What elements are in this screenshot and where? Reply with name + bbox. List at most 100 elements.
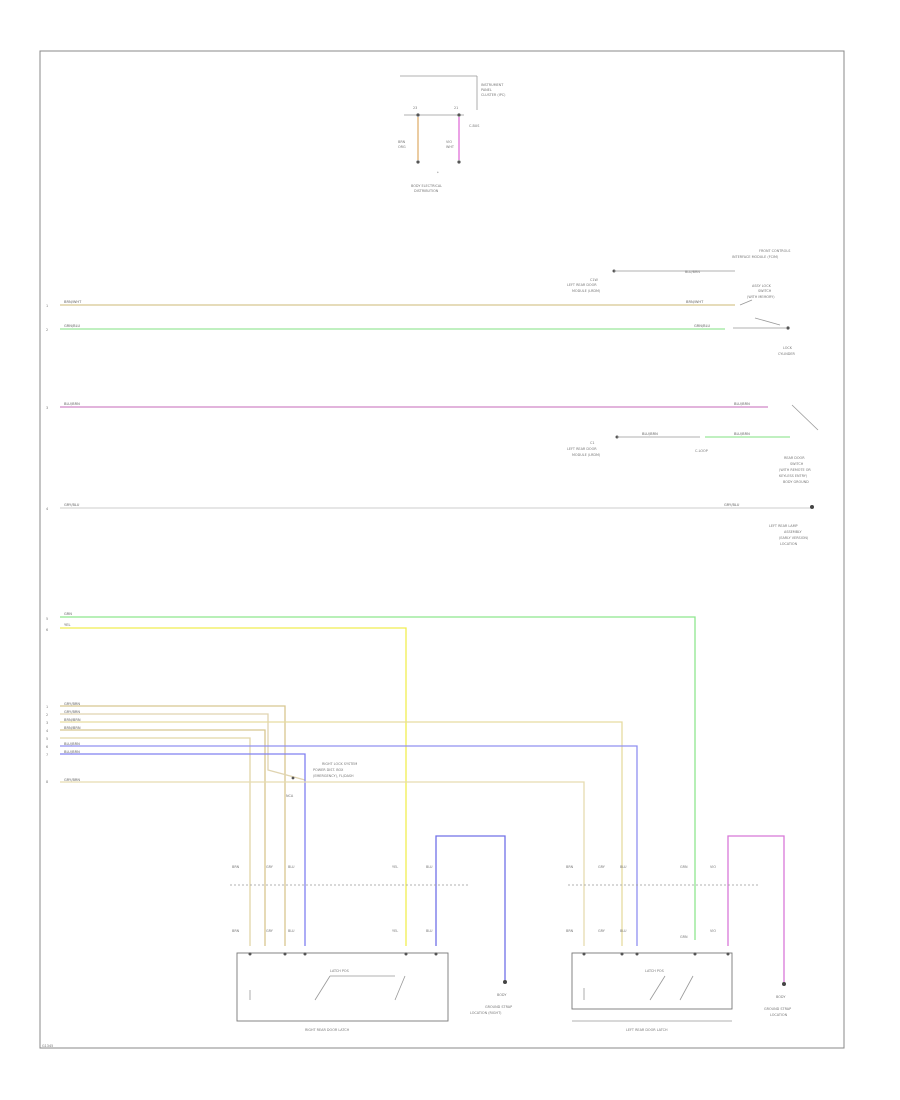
rl-top-wire-1: BRN (232, 865, 240, 869)
pin-end-left (416, 160, 420, 164)
wire-row-1: 1 BRN/WHT BRN/WHT (46, 299, 753, 308)
ll-bot-wire-4: GRN (680, 935, 688, 939)
top-caption-1: BODY ELECTRICAL (411, 184, 442, 188)
rd1-label: C1W (590, 278, 599, 282)
ll-top-wire-2: GRY (598, 865, 606, 869)
rl-top-wire-3: BLU (288, 865, 295, 869)
top-connector: INSTRUMENT PANEL CLUSTER (IPC) 23 21 C-B… (398, 75, 506, 193)
bus-num-7: 7 (46, 753, 48, 757)
rl-caption: RIGHT REAR DOOR LATCH (305, 1028, 350, 1032)
star-mark: * (437, 171, 439, 175)
ll-top-wire-3: BLU (620, 865, 627, 869)
splice-note-3: (EMERGENCY), FL/DASH (313, 774, 354, 778)
top-caption-2: DISTRIBUTION (414, 189, 439, 193)
row3-num: 3 (46, 406, 48, 410)
row4-tag-right: GRY/BLU (724, 503, 740, 507)
pin-right-dot (457, 113, 461, 117)
yellow-feed-tag: YEL (64, 623, 70, 627)
rl-ground-2: GROUND STRAP (485, 1005, 512, 1009)
bus-num-6: 6 (46, 745, 48, 749)
bus-tag-4: BRN/BRN (64, 726, 81, 730)
ajar-label-1: ASSY LOCK (752, 284, 772, 288)
rear-lamp-label-2: ASSEMBLY (784, 530, 802, 534)
rear-door-label-2: SWITCH (790, 462, 804, 466)
diagram-frame (39, 50, 845, 1049)
row2-tag-left: GRN/BLU (64, 324, 80, 328)
footer-code: G1345 (42, 1044, 53, 1048)
rear-door-label-4: KEYLESS ENTRY) (779, 474, 808, 478)
right-rear-latch: BRN GRY BLU YEL BLU BRN GRY BLU YEL BLU … (230, 835, 512, 1032)
rear-lamp-label-1: LEFT REAR LAMP (769, 524, 798, 528)
splice-dot (291, 776, 295, 780)
rear-door-switch: BLU/BRN BLU/BRN C1 LEFT REAR DOOR MODULE… (567, 432, 811, 484)
rl-pin-1 (248, 952, 252, 956)
fcim-label-2: INTERFACE MODULE (FCIM) (732, 255, 779, 259)
rl-bot-wire-4: YEL (392, 929, 398, 933)
ll-ground-1: BODY (776, 995, 786, 999)
ll-switch-label: LATCH POS (645, 969, 664, 973)
rl-pin-2 (283, 952, 287, 956)
bus-num-8: 8 (46, 780, 48, 784)
fcim-wire-tag: BLU/BRN (685, 270, 700, 274)
feed-wires: 5 6 GRN YEL (46, 612, 696, 946)
row2-num: 2 (46, 328, 48, 332)
bus-tag-5: BLU/BRN (64, 742, 80, 746)
row6-num: 6 (46, 628, 48, 632)
bus-tag-3: BRN/BRN (64, 718, 81, 722)
lock-label-1: LOCK (783, 346, 793, 350)
splice-note-2: POWER DIST. BOX (313, 768, 344, 772)
green-feed-tag: GRN (64, 612, 72, 616)
rear-door-label-3: (WITH REMOTE OR (779, 468, 811, 472)
wire-right-label-1: VIO (446, 140, 452, 144)
rl-latch-box (236, 952, 449, 1022)
row1-num: 1 (46, 304, 48, 308)
rd2-label: LEFT REAR DOOR (567, 283, 597, 287)
left-rear-latch: BRN GRY BLU GRN VIO BRN GRY BLU GRN VIO … (566, 835, 791, 1032)
bus-num-4: 4 (46, 729, 48, 733)
wire-right-label-2: WHT (446, 145, 455, 149)
relay-label-3: MODULE (LRDM) (572, 453, 601, 457)
rl-ground-dot (503, 980, 507, 984)
bus-tag-7: GRY/BRN (64, 778, 80, 782)
nca-label: NCA (286, 794, 294, 798)
wire-left-label-2: ORG (398, 145, 406, 149)
rds-wire-tag-1: BLU/BRN (642, 432, 658, 436)
c-bus-label: C-BUS (469, 124, 479, 128)
wire-row-4: 4 GRY/BLU GRY/BLU LEFT REAR LAMP ASSEMBL… (46, 503, 814, 546)
ll-top-wire-4: GRN (680, 865, 688, 869)
ipc-label-3: CLUSTER (IPC) (481, 93, 506, 97)
ll-pin-1 (582, 952, 586, 956)
rl-bot-wire-2: GRY (266, 929, 274, 933)
rl-bot-wire-1: BRN (232, 929, 240, 933)
pin-end-right (457, 160, 461, 164)
ll-top-wire-5: VIO (710, 865, 716, 869)
ll-ground-dot (782, 982, 786, 986)
ll-pin-4 (693, 952, 697, 956)
ll-pin-2 (620, 952, 624, 956)
body-ground-label-2: LOCATION (780, 542, 798, 546)
bus-num-5: 5 (46, 737, 48, 741)
ll-ground-2: GROUND STRAP (764, 1007, 791, 1011)
ll-caption: LEFT REAR DOOR LATCH (626, 1028, 668, 1032)
pin-left-label: 23 (413, 106, 417, 110)
rl-bot-wire-5: BLU (426, 929, 433, 933)
rl-pin-4 (404, 952, 408, 956)
row1-tag-right: BRN/WHT (686, 300, 704, 304)
wire-row-3: 3 BLU/BRN BLU/BRN (46, 402, 819, 431)
bus-tag-6: BLU/BRN (64, 750, 80, 754)
rear-door-label-1: REAR DOOR (784, 456, 805, 460)
row2-tag-right: GRN/BLU (694, 324, 710, 328)
relay-label-1: C1 (590, 441, 595, 445)
relay-label-2: LEFT REAR DOOR (567, 447, 597, 451)
bus-tag-1: GRY/BRN (64, 702, 80, 706)
bus-wires: 1 2 3 4 5 6 7 8 GRY/BRN GRY/BRN BRN/BRN … (46, 702, 638, 946)
fcim-label-1: FRONT CONTROLS (759, 249, 790, 253)
lock-label-2: CYLINDER (778, 352, 796, 356)
ajar-label-3: (WITH MEMORY) (747, 295, 775, 299)
ll-pin-3 (635, 952, 639, 956)
lock-pin (786, 326, 790, 330)
body-ground-label-1: BODY GROUND (783, 480, 809, 484)
splice-note-1: RIGHT LOCK SYSTEM (322, 762, 357, 766)
rl-bot-wire-3: BLU (288, 929, 295, 933)
